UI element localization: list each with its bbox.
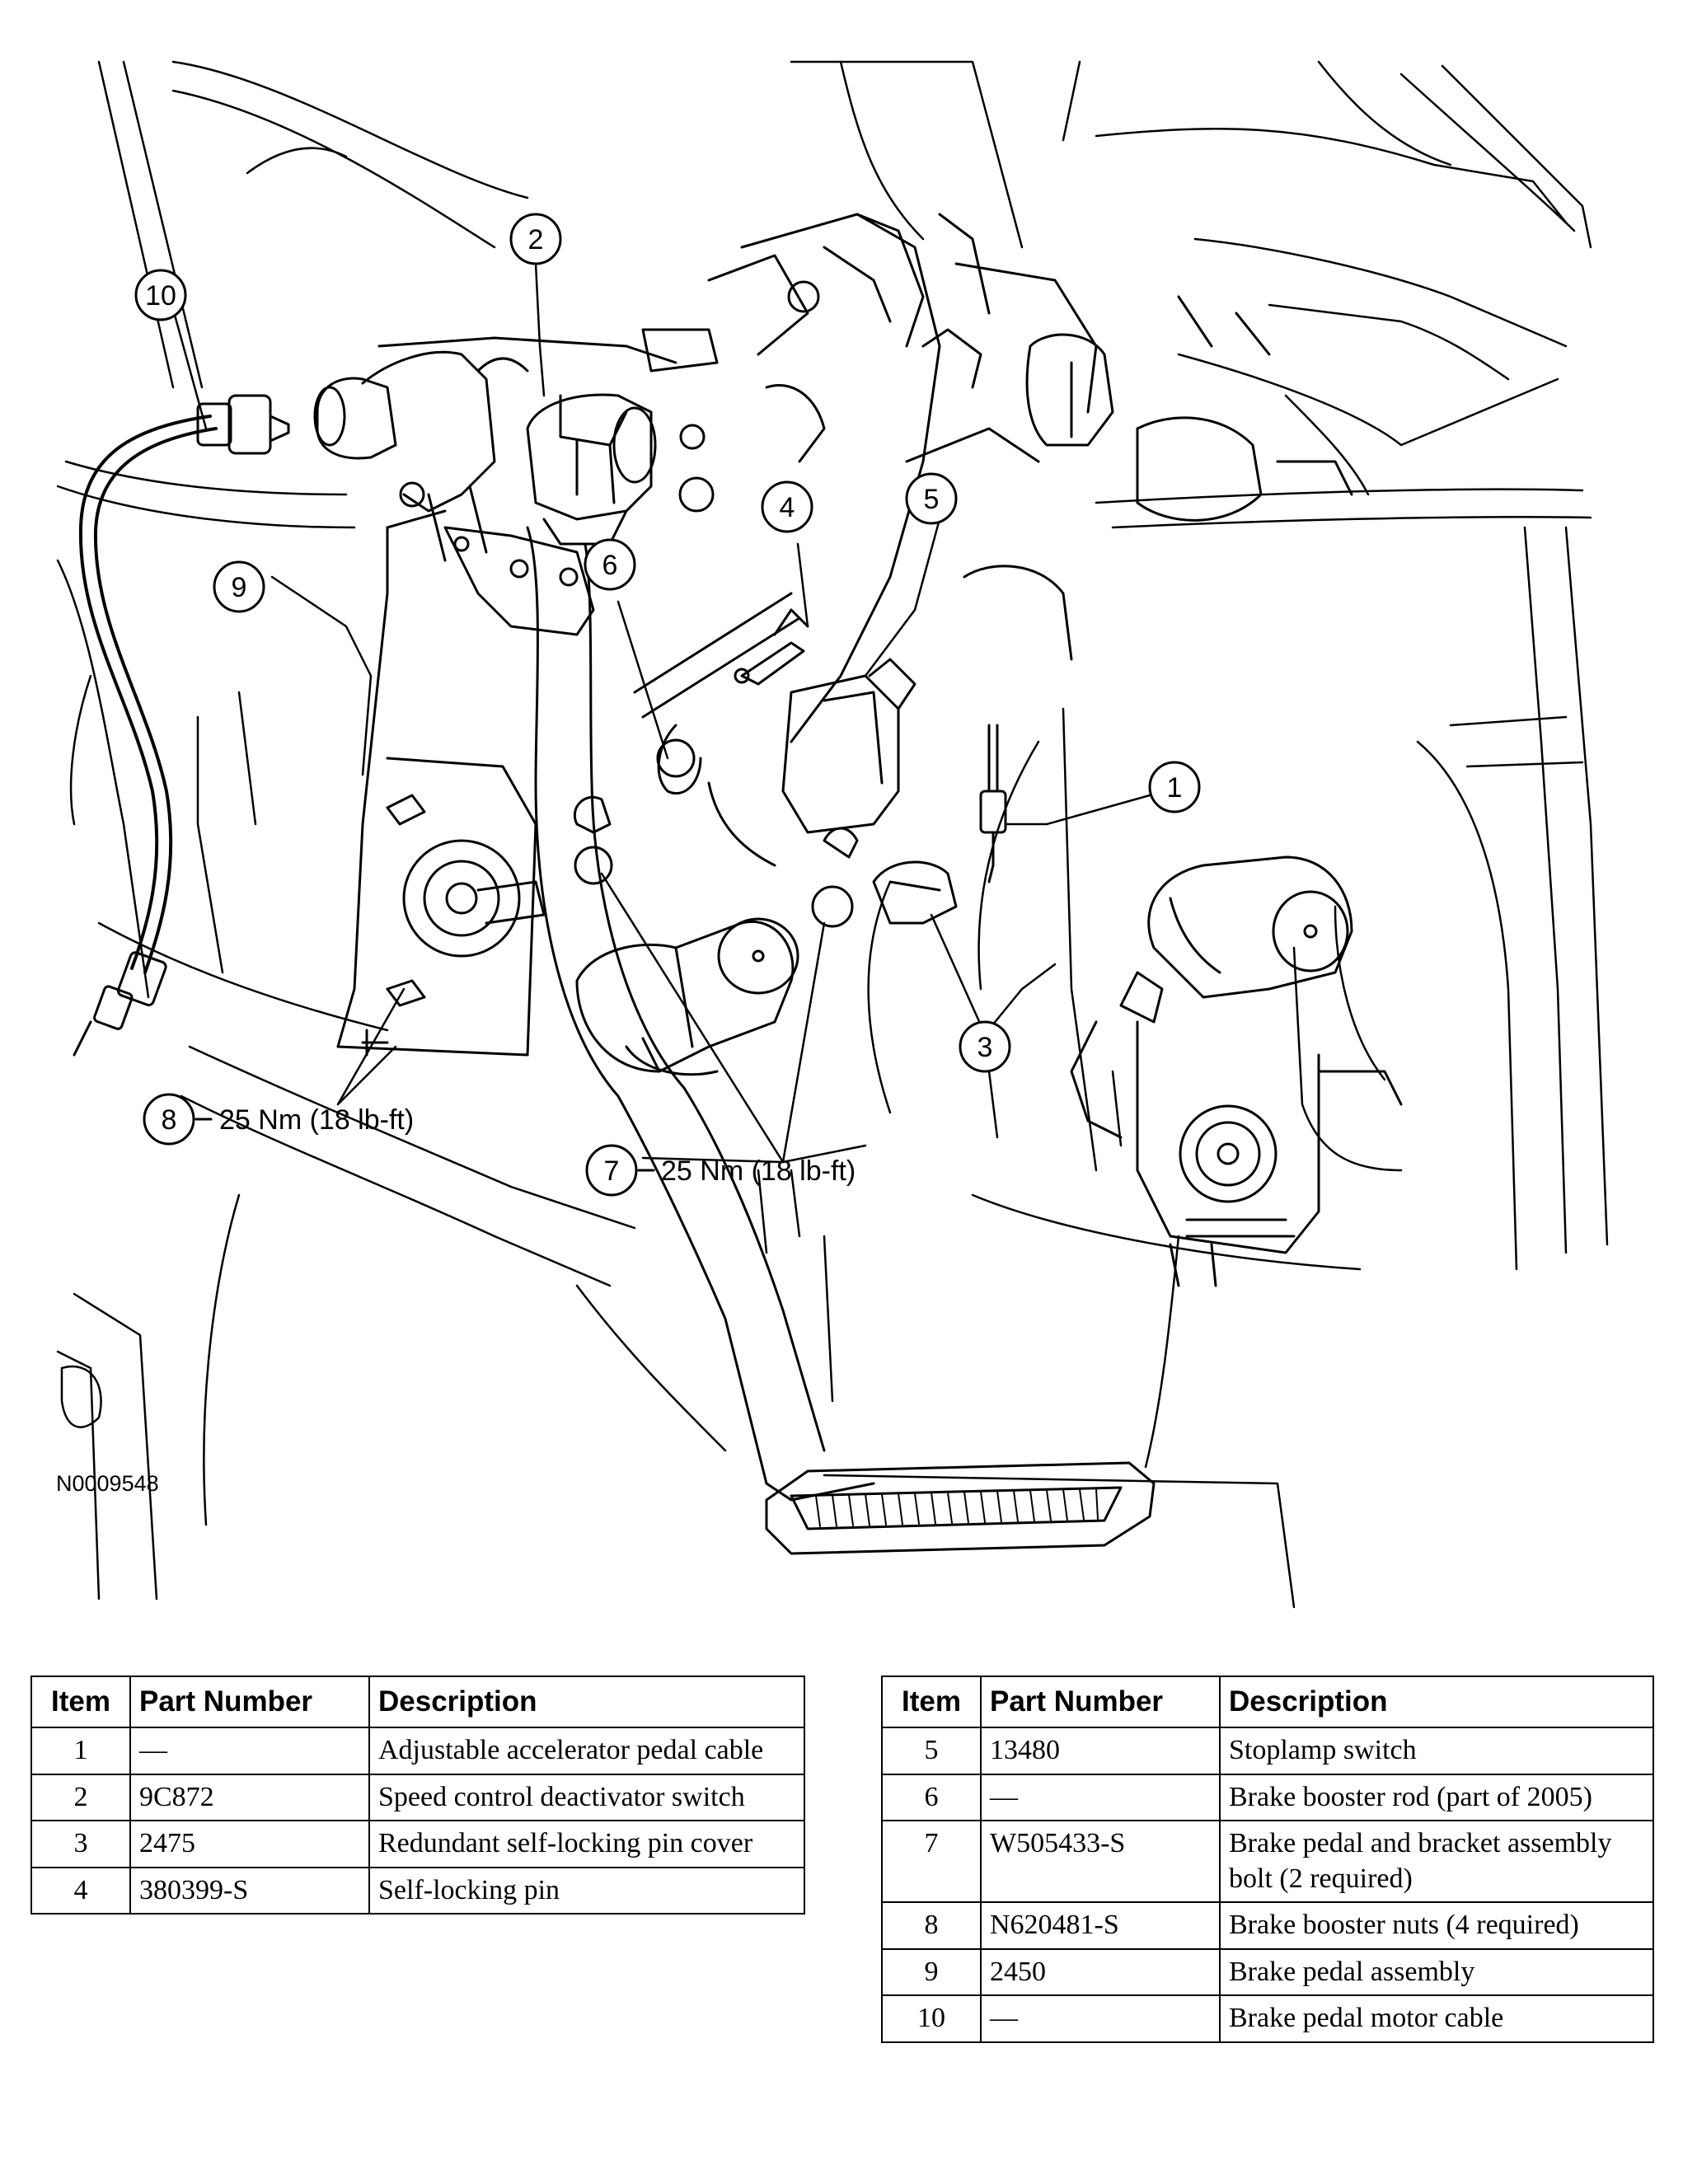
- table-row: 5 13480 Stoplamp switch: [881, 1727, 1654, 1775]
- pedal-motor-actuator: [313, 328, 719, 562]
- item-cell: 6: [881, 1773, 982, 1821]
- torque-label-8: 25 Nm (18 lb-ft): [219, 1104, 414, 1136]
- parts-table-right: Item Part Number Description 5 13480 Sto…: [881, 1675, 1654, 2043]
- item-cell: 8: [881, 1901, 982, 1950]
- callout-5: 5: [905, 472, 958, 525]
- part-number-cell: 2475: [129, 1820, 370, 1868]
- callout-leader-lines: [171, 262, 1151, 1164]
- table-header-row: Item Part Number Description: [881, 1675, 1654, 1728]
- stoplamp-switch: [773, 608, 917, 834]
- svg-text:2: 2: [528, 224, 544, 255]
- svg-text:10: 10: [145, 280, 176, 312]
- header-part-number: Part Number: [980, 1675, 1221, 1728]
- pedal-motor-cylinder: [575, 917, 799, 1076]
- parts-table-left: Item Part Number Description 1 — Adjusta…: [30, 1675, 805, 1915]
- item-cell: 7: [881, 1820, 982, 1903]
- torque-label-7: 25 Nm (18 lb-ft): [661, 1155, 856, 1187]
- svg-text:4: 4: [780, 492, 795, 523]
- description-cell: Brake pedal assembly: [1219, 1947, 1654, 1996]
- table-row: 2 9C872 Speed control deactivator switch: [30, 1773, 805, 1821]
- brake-pedal-pad: [765, 1461, 1156, 1555]
- part-number-cell: N620481-S: [980, 1901, 1221, 1950]
- callout-2: 2: [509, 213, 562, 265]
- svg-text:5: 5: [924, 484, 940, 515]
- description-cell: Brake booster rod (part of 2005): [1219, 1773, 1654, 1821]
- table-row: 6 — Brake booster rod (part of 2005): [881, 1773, 1654, 1821]
- callout-6: 6: [584, 538, 636, 591]
- item-cell: 5: [881, 1727, 982, 1775]
- svg-text:6: 6: [602, 550, 618, 581]
- description-cell: Adjustable accelerator pedal cable: [368, 1727, 805, 1775]
- description-cell: Redundant self-locking pin cover: [368, 1820, 805, 1868]
- svg-text:3: 3: [977, 1032, 993, 1063]
- table-row: 1 — Adjustable accelerator pedal cable: [30, 1727, 805, 1775]
- callout-10: 10: [134, 269, 187, 321]
- callout-1: 1: [1148, 761, 1201, 813]
- table-row: 10 — Brake pedal motor cable: [881, 1994, 1654, 2043]
- pedal-bracket: [336, 213, 941, 1048]
- steering-column: [856, 213, 1353, 661]
- callout-3: 3: [959, 1020, 1011, 1073]
- svg-text:7: 7: [604, 1155, 620, 1187]
- description-cell: Brake pedal and bracket assembly bolt (2…: [1219, 1820, 1654, 1903]
- brake-booster-rod: [633, 592, 801, 867]
- part-number-cell: —: [980, 1994, 1221, 2043]
- table-row: 4 380399-S Self-locking pin: [30, 1866, 805, 1915]
- torque-labels: 25 Nm (18 lb-ft) 25 Nm (18 lb-ft): [195, 1104, 856, 1187]
- speed-control-deactivator-switch: [526, 393, 657, 546]
- part-number-cell: 13480: [980, 1727, 1221, 1775]
- item-cell: 9: [881, 1947, 982, 1996]
- table-row: 8 N620481-S Brake booster nuts (4 requir…: [881, 1901, 1654, 1950]
- table-row: 7 W505433-S Brake pedal and bracket asse…: [881, 1820, 1654, 1903]
- accelerator-pedal-assembly: [1070, 855, 1403, 1287]
- header-part-number: Part Number: [129, 1675, 370, 1728]
- brake-pedal-arm: [526, 526, 875, 1502]
- item-cell: 4: [30, 1866, 131, 1915]
- part-number-cell: —: [129, 1727, 370, 1775]
- description-cell: Speed control deactivator switch: [368, 1773, 805, 1821]
- header-description: Description: [1219, 1675, 1654, 1728]
- brake-booster-plate: [336, 757, 546, 1057]
- callout-bubbles: 1 2 3 4 5 6 7 8: [134, 213, 1201, 1197]
- callout-4: 4: [761, 480, 813, 533]
- redundant-pin-cover: [872, 860, 958, 925]
- header-item: Item: [881, 1675, 982, 1728]
- figure-id: N0009548: [56, 1471, 159, 1496]
- part-number-cell: 2450: [980, 1947, 1221, 1996]
- part-number-cell: W505433-S: [980, 1820, 1221, 1903]
- accelerator-pedal-cable: [979, 724, 1007, 883]
- item-cell: 1: [30, 1727, 131, 1775]
- header-item: Item: [30, 1675, 131, 1728]
- part-number-cell: —: [980, 1773, 1221, 1821]
- item-cell: 2: [30, 1773, 131, 1821]
- svg-text:9: 9: [232, 572, 247, 603]
- item-cell: 3: [30, 1820, 131, 1868]
- background-structure: [56, 60, 1609, 1609]
- callout-8: 8: [143, 1093, 195, 1146]
- brake-pedal-motor-cable: [73, 394, 290, 1057]
- callout-7: 7: [585, 1144, 638, 1197]
- description-cell: Brake booster nuts (4 required): [1219, 1901, 1654, 1950]
- svg-text:8: 8: [162, 1104, 177, 1136]
- pedal-bolts: [573, 795, 859, 928]
- self-locking-pin: [657, 641, 805, 794]
- pedal-assembly-illustration: 1 2 3 4 5 6 7 8: [56, 60, 1609, 1609]
- description-cell: Brake pedal motor cable: [1219, 1994, 1654, 2043]
- table-row: 9 2450 Brake pedal assembly: [881, 1947, 1654, 1996]
- description-cell: Stoplamp switch: [1219, 1727, 1654, 1775]
- svg-text:1: 1: [1167, 772, 1183, 804]
- description-cell: Self-locking pin: [368, 1866, 805, 1915]
- item-cell: 10: [881, 1994, 982, 2043]
- part-number-cell: 380399-S: [129, 1866, 370, 1915]
- table-row: 3 2475 Redundant self-locking pin cover: [30, 1820, 805, 1868]
- header-description: Description: [368, 1675, 805, 1728]
- callout-9: 9: [213, 560, 265, 613]
- part-number-cell: 9C872: [129, 1773, 370, 1821]
- table-header-row: Item Part Number Description: [30, 1675, 805, 1728]
